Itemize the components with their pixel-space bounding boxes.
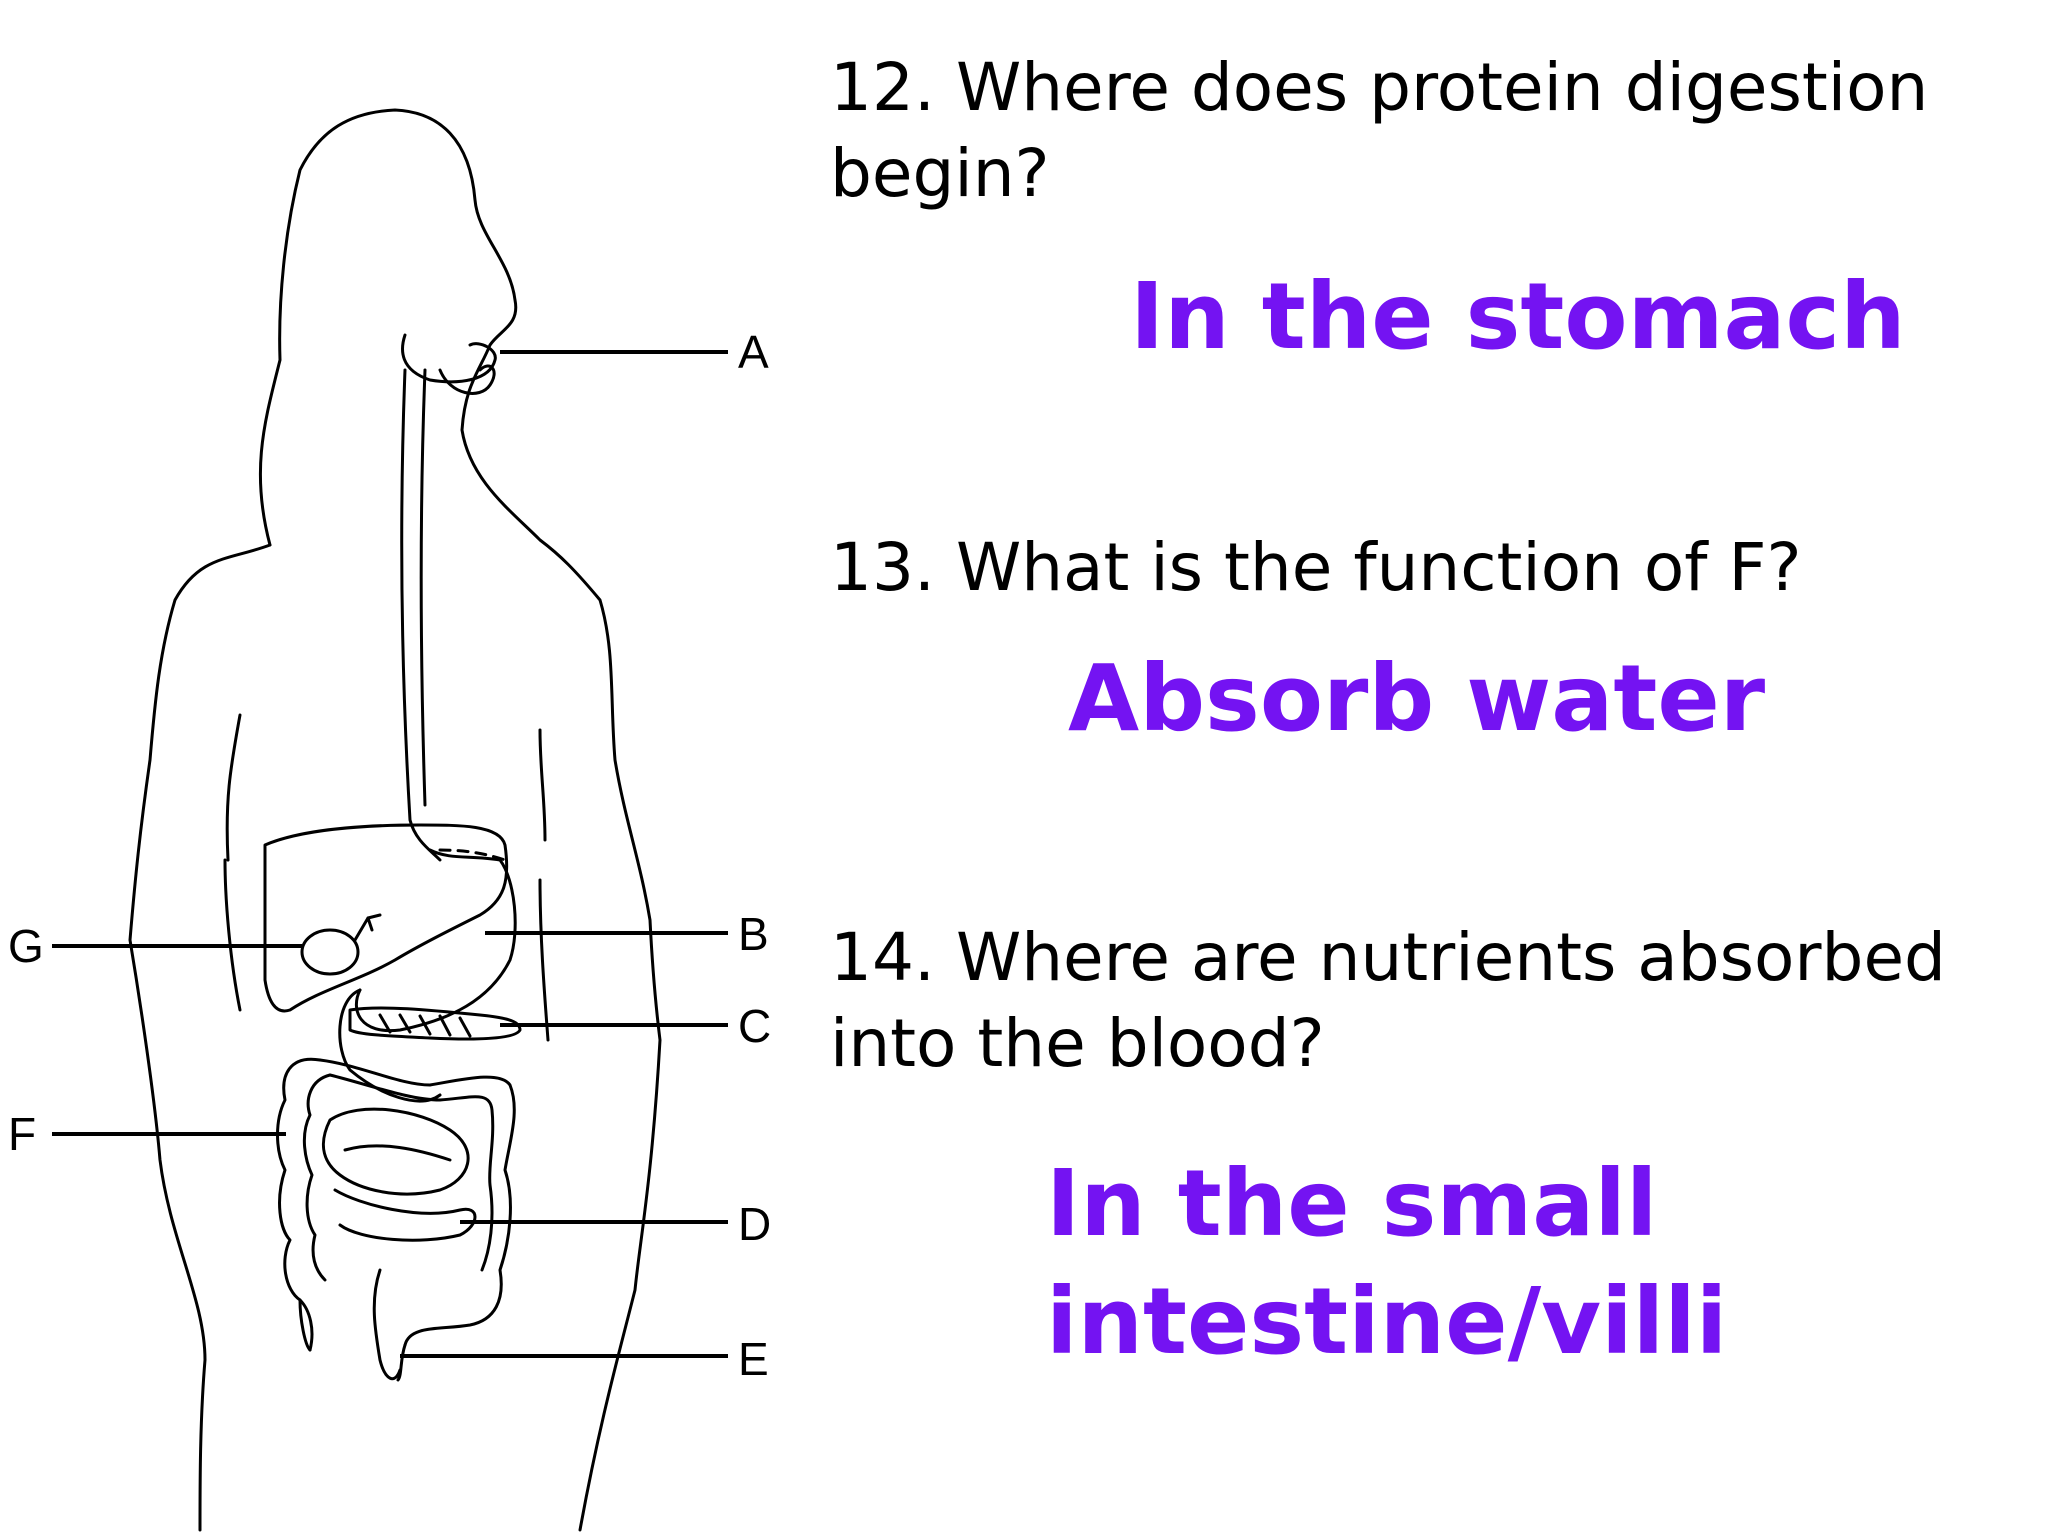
question-12: 12. Where does protein digestion begin?: [830, 49, 1929, 212]
label-b: B: [738, 908, 769, 960]
label-d: D: [738, 1198, 771, 1250]
question-13: 13. What is the function of F?: [830, 529, 1802, 606]
left-body-outline: [128, 543, 272, 1532]
label-a: A: [738, 326, 769, 378]
label-c: C: [738, 1000, 771, 1052]
answer-13: Absorb water: [1068, 645, 1766, 752]
question-14: 14. Where are nutrients absorbed into th…: [830, 919, 1946, 1082]
body-outline: [258, 108, 662, 1532]
answer-12: In the stomach: [1130, 263, 1906, 370]
label-g: G: [8, 920, 44, 972]
label-f: F: [8, 1108, 36, 1160]
label-e: E: [738, 1333, 769, 1385]
digestive-system-diagram: A B C D E F G: [8, 108, 771, 1532]
answer-14: In the small intestine/villi: [1046, 1150, 1728, 1375]
